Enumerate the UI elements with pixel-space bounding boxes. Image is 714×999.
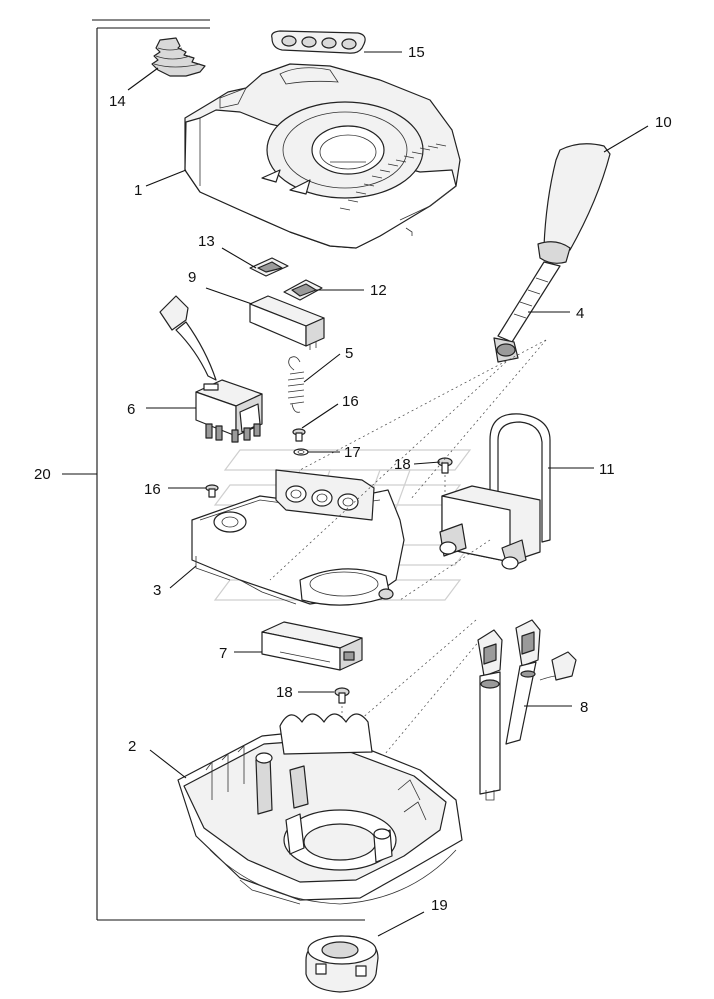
part-lower-housing	[177, 713, 463, 905]
callout-8: 8	[580, 699, 588, 716]
callout-18-lower: 18	[276, 684, 293, 701]
callout-labels: 1 2 3 4 5 6 7 8 9 10 11 12 13 14 15 16 1…	[34, 44, 672, 914]
callout-3: 3	[153, 582, 161, 599]
part-base-plate	[191, 469, 405, 606]
part-button-strip	[271, 30, 366, 54]
callout-16-upper: 16	[342, 393, 359, 410]
part-top-cover	[184, 63, 461, 249]
callout-1: 1	[134, 182, 142, 199]
callout-13: 13	[198, 233, 215, 250]
part-cable-harness	[477, 619, 577, 801]
part-u-bracket	[439, 413, 551, 570]
part-screws-18	[334, 457, 453, 704]
part-electronic-module	[261, 621, 363, 671]
callout-5: 5	[345, 345, 353, 362]
leader-lines	[62, 51, 649, 937]
part-lever-switch	[159, 295, 263, 443]
part-screws-washer	[205, 428, 309, 498]
callout-18-upper: 18	[394, 456, 411, 473]
part-rubber-boot	[151, 37, 206, 77]
callout-15: 15	[408, 44, 425, 61]
callout-17: 17	[344, 444, 361, 461]
callout-7: 7	[219, 645, 227, 662]
callout-20: 20	[34, 466, 51, 483]
part-spring	[287, 356, 305, 413]
callout-12: 12	[370, 282, 387, 299]
part-bushing	[305, 935, 379, 993]
callout-2: 2	[128, 738, 136, 755]
callout-6: 6	[127, 401, 135, 418]
callout-16-lower: 16	[144, 481, 161, 498]
callout-4: 4	[576, 305, 584, 322]
callout-11: 11	[599, 461, 615, 478]
callout-14: 14	[109, 93, 126, 110]
part-circuit-module	[249, 295, 325, 350]
callout-10: 10	[655, 114, 672, 131]
callout-19: 19	[431, 897, 448, 914]
callout-9: 9	[188, 269, 196, 286]
part-handle-shaft	[493, 143, 611, 363]
part-button-pads	[249, 257, 323, 301]
